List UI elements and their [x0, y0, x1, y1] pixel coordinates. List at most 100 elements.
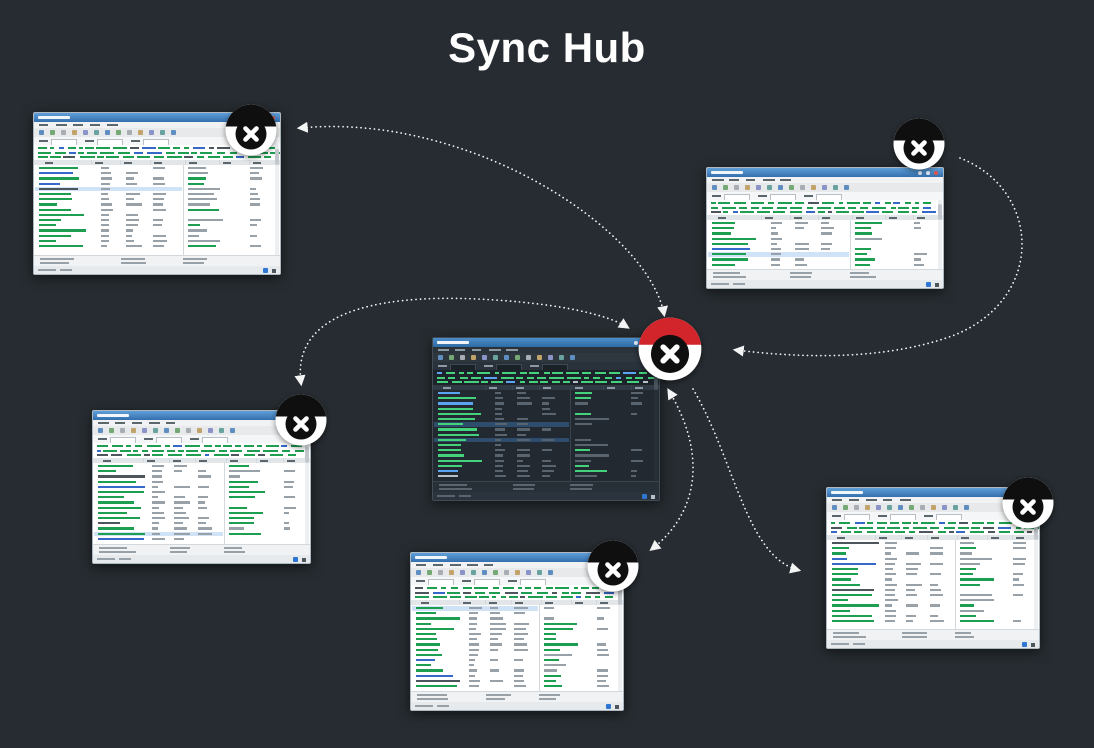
toolbar-icon[interactable]: [83, 130, 88, 135]
queue-toggle-icon[interactable]: [263, 267, 268, 273]
toolbar-icon[interactable]: [865, 505, 870, 510]
toolbar-icon[interactable]: [438, 355, 443, 360]
toolbar-icon[interactable]: [149, 130, 154, 135]
window-menubar[interactable]: [411, 562, 623, 568]
toolbar-icon[interactable]: [230, 428, 235, 433]
toolbar-icon[interactable]: [109, 428, 114, 433]
toolbar-icon[interactable]: [219, 428, 224, 433]
scrollbar-thumb[interactable]: [618, 589, 622, 605]
toolbar-icon[interactable]: [843, 505, 848, 510]
toolbar-icon[interactable]: [208, 428, 213, 433]
window-titlebar[interactable]: [433, 338, 659, 347]
toolbar-icon[interactable]: [876, 505, 881, 510]
toolbar-icon[interactable]: [61, 130, 66, 135]
toolbar-icon[interactable]: [493, 355, 498, 360]
toolbar-icon[interactable]: [942, 505, 947, 510]
toolbar-icon[interactable]: [164, 428, 169, 433]
toolbar-icon[interactable]: [449, 355, 454, 360]
toolbar-icon[interactable]: [548, 570, 553, 575]
toolbar-icon[interactable]: [515, 570, 520, 575]
toolbar-icon[interactable]: [449, 570, 454, 575]
node-bottom-center[interactable]: [587, 540, 639, 592]
toolbar-icon[interactable]: [745, 185, 750, 190]
toolbar-icon[interactable]: [493, 570, 498, 575]
toolbar-icon[interactable]: [142, 428, 147, 433]
toolbar-icon[interactable]: [482, 570, 487, 575]
toolbar-icon[interactable]: [175, 428, 180, 433]
toolbar-icon[interactable]: [482, 355, 487, 360]
toolbar-icon[interactable]: [537, 355, 542, 360]
toolbar-icon[interactable]: [427, 570, 432, 575]
toolbar-icon[interactable]: [471, 570, 476, 575]
node-bottom-right[interactable]: [1002, 477, 1054, 529]
toolbar-icon[interactable]: [811, 185, 816, 190]
toolbar-icon[interactable]: [50, 130, 55, 135]
toolbar-icon[interactable]: [909, 505, 914, 510]
minimize-button-icon[interactable]: [918, 171, 922, 175]
app-window-top-right[interactable]: [706, 167, 944, 289]
toolbar-icon[interactable]: [416, 570, 421, 575]
toolbar-icon[interactable]: [460, 355, 465, 360]
toolbar-icon[interactable]: [138, 130, 143, 135]
node-top-left[interactable]: [225, 104, 277, 156]
toolbar-icon[interactable]: [756, 185, 761, 190]
node-top-right[interactable]: [893, 118, 945, 170]
toolbar-icon[interactable]: [171, 130, 176, 135]
window-menubar[interactable]: [34, 122, 280, 128]
maximize-button-icon[interactable]: [926, 171, 930, 175]
queue-toggle-icon[interactable]: [293, 556, 298, 562]
scrollbar[interactable]: [618, 585, 622, 691]
toolbar-icon[interactable]: [39, 130, 44, 135]
toolbar-icon[interactable]: [789, 185, 794, 190]
toolbar-icon[interactable]: [116, 130, 121, 135]
toolbar-icon[interactable]: [160, 130, 165, 135]
toolbar-icon[interactable]: [832, 505, 837, 510]
toolbar-icon[interactable]: [197, 428, 202, 433]
toolbar-icon[interactable]: [844, 185, 849, 190]
scrollbar-thumb[interactable]: [938, 204, 942, 220]
toolbar-icon[interactable]: [887, 505, 892, 510]
close-button-icon[interactable]: [934, 171, 938, 175]
toolbar-icon[interactable]: [570, 355, 575, 360]
toolbar-icon[interactable]: [920, 505, 925, 510]
window-menubar[interactable]: [827, 497, 1039, 503]
queue-toggle-icon[interactable]: [606, 703, 611, 709]
toolbar-icon[interactable]: [438, 570, 443, 575]
toolbar-icon[interactable]: [98, 428, 103, 433]
toolbar-icon[interactable]: [153, 428, 158, 433]
toolbar-icon[interactable]: [471, 355, 476, 360]
scrollbar[interactable]: [1034, 520, 1038, 629]
queue-toggle-icon[interactable]: [1022, 641, 1027, 647]
scrollbar[interactable]: [305, 443, 309, 544]
toolbar-icon[interactable]: [94, 130, 99, 135]
toolbar-icon[interactable]: [898, 505, 903, 510]
toolbar-icon[interactable]: [833, 185, 838, 190]
app-window-bottom-center[interactable]: [410, 552, 624, 711]
toolbar-icon[interactable]: [559, 355, 564, 360]
node-mid-left[interactable]: [275, 394, 327, 446]
scrollbar-thumb[interactable]: [275, 149, 279, 165]
toolbar-icon[interactable]: [127, 130, 132, 135]
toolbar-icon[interactable]: [526, 570, 531, 575]
toolbar-icon[interactable]: [460, 570, 465, 575]
toolbar-icon[interactable]: [712, 185, 717, 190]
app-window-center-hub[interactable]: [432, 337, 660, 501]
toolbar-icon[interactable]: [537, 570, 542, 575]
toolbar-icon[interactable]: [953, 505, 958, 510]
toolbar-icon[interactable]: [504, 355, 509, 360]
queue-toggle-icon[interactable]: [642, 493, 647, 499]
toolbar-icon[interactable]: [504, 570, 509, 575]
toolbar-icon[interactable]: [105, 130, 110, 135]
toolbar-icon[interactable]: [72, 130, 77, 135]
toolbar-icon[interactable]: [778, 185, 783, 190]
toolbar-icon[interactable]: [964, 505, 969, 510]
toolbar-icon[interactable]: [734, 185, 739, 190]
scrollbar-thumb[interactable]: [1034, 524, 1038, 540]
toolbar-icon[interactable]: [526, 355, 531, 360]
app-window-mid-left[interactable]: [92, 410, 311, 564]
scrollbar-thumb[interactable]: [654, 374, 658, 390]
toolbar-icon[interactable]: [767, 185, 772, 190]
toolbar-icon[interactable]: [548, 355, 553, 360]
toolbar-icon[interactable]: [186, 428, 191, 433]
toolbar-icon[interactable]: [131, 428, 136, 433]
